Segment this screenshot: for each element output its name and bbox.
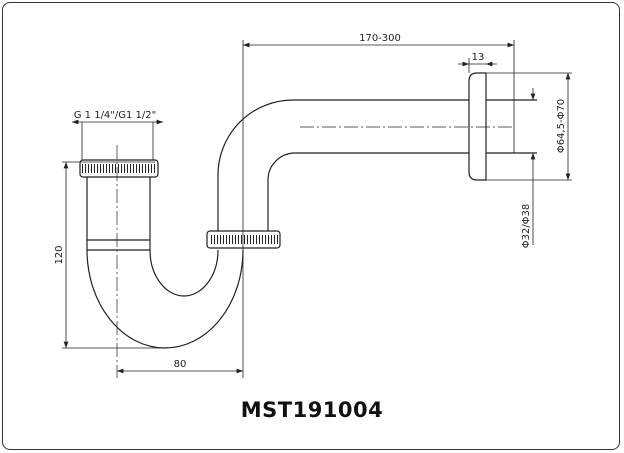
dimension-lines	[62, 40, 572, 378]
flange-thickness-dimension-label: 13	[472, 52, 485, 63]
drawing-frame	[2, 2, 620, 450]
model-code: MST191004	[240, 398, 384, 422]
height-dimension-label: 120	[54, 245, 65, 264]
inlet-nut	[79, 159, 159, 178]
inlet-pipe	[86, 177, 151, 251]
flange-diameter-dimension-label: Φ64,5-Φ70	[556, 99, 567, 153]
riser-pipe	[217, 99, 469, 231]
u-bend	[86, 249, 244, 349]
centerlines	[116, 126, 512, 378]
wall-distance-dimension-label: 170-300	[359, 33, 401, 44]
pipe-diameter-dimension-label: Φ32/Φ38	[521, 204, 532, 249]
middle-nut	[206, 230, 281, 249]
width-dimension-label: 80	[174, 359, 187, 370]
thread-dimension-label: G 1 1/4"/G1 1/2"	[74, 110, 157, 121]
wall-flange	[468, 72, 537, 181]
